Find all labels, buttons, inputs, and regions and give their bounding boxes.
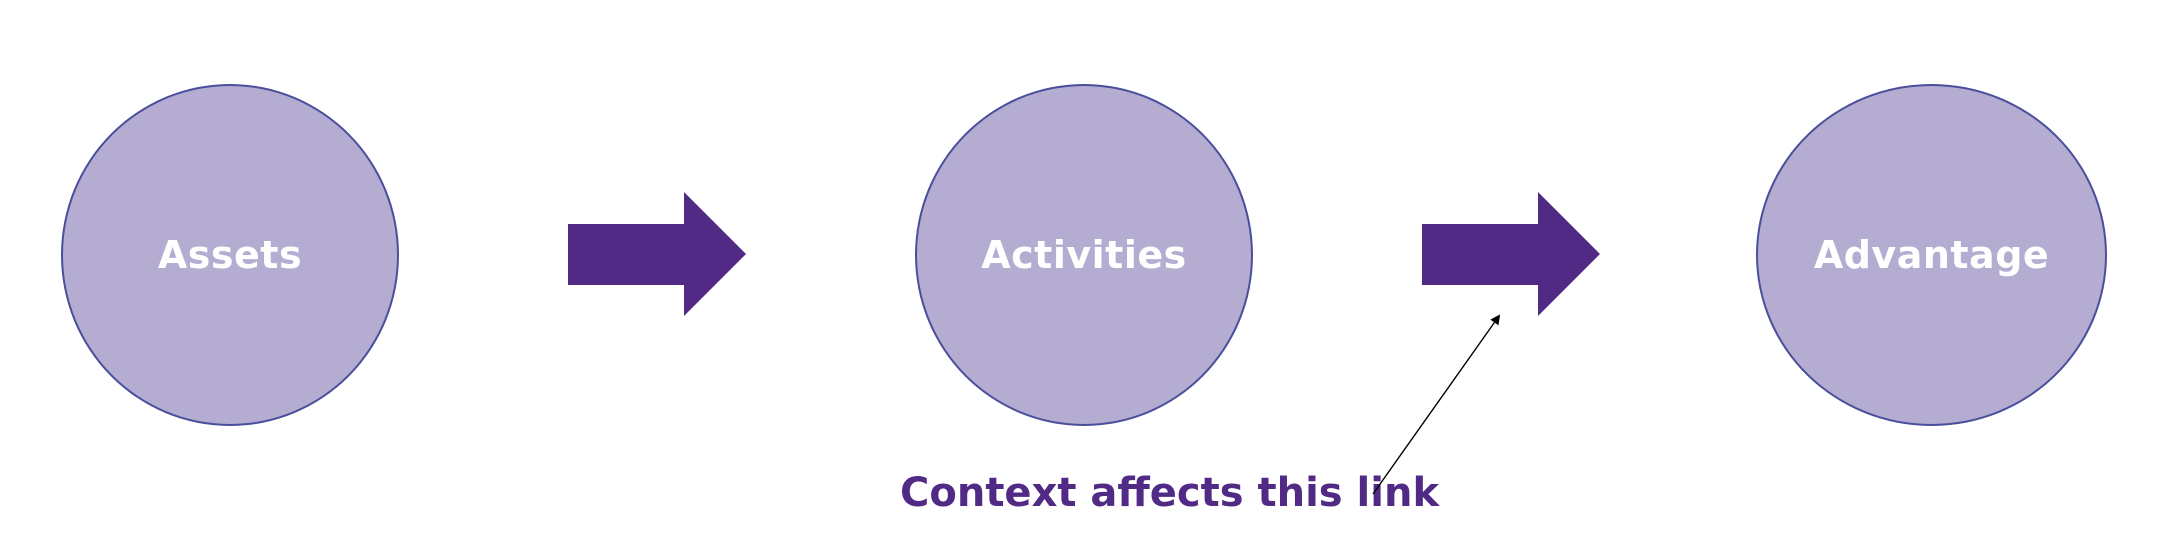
arrow-assets-to-activities-shape bbox=[568, 192, 746, 316]
node-advantage: Advantage bbox=[1756, 84, 2107, 426]
arrow-assets-to-activities bbox=[568, 192, 746, 316]
node-advantage-label: Advantage bbox=[1813, 233, 2050, 277]
arrow-activities-to-advantage bbox=[1422, 192, 1600, 316]
node-assets: Assets bbox=[61, 84, 399, 426]
annotation-text: Context affects this link bbox=[900, 470, 1440, 516]
annotation-pointer-line bbox=[1372, 314, 1501, 495]
node-assets-label: Assets bbox=[157, 233, 303, 277]
arrow-activities-to-advantage-shape bbox=[1422, 192, 1600, 316]
node-activities: Activities bbox=[915, 84, 1253, 426]
node-activities-label: Activities bbox=[981, 233, 1187, 277]
